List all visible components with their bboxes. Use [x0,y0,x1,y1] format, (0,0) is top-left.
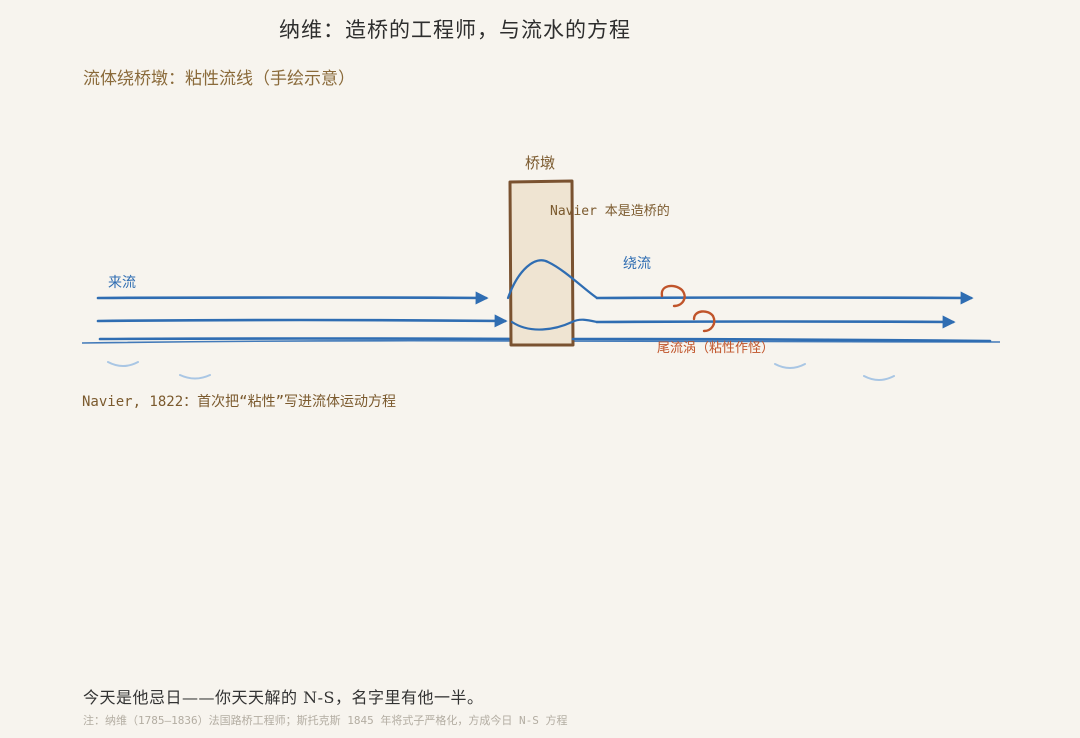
page-title: 纳维：造桥的工程师，与流水的方程 [279,18,631,42]
inflow-streamline [98,337,514,341]
diagram-subtitle: 流体绕桥墩：粘性流线（手绘示意） [83,69,355,89]
ripple-mark [863,375,895,381]
ripple-mark [179,374,211,380]
wake-vortex [692,310,716,333]
detour-streamline [510,318,599,331]
diagram-caption: Navier, 1822：首次把“粘性”写进流体运动方程 [82,394,397,410]
outflow-streamline [595,315,956,329]
wake-label: 尾流涡（粘性作怪） [657,341,774,356]
inflow-label: 来流 [108,275,136,291]
inflow-streamline [96,314,508,328]
wake-vortex [660,284,686,308]
pier-note: Navier 本是造桥的 [550,203,670,219]
detour-label: 绕流 [623,256,651,272]
footer-note: 注：纳维（1785–1836）法国路桥工程师；斯托克斯 1845 年将式子严格化… [83,714,568,727]
ripple-mark [774,363,806,369]
pier-label: 桥墩 [525,154,555,172]
detour-streamline [506,259,599,300]
footer-message: 今天是他忌日——你天天解的 N-S，名字里有他一半。 [83,688,484,707]
outflow-streamline [571,337,992,343]
inflow-streamline [96,291,489,305]
outflow-streamline [595,291,974,305]
ripple-mark [107,361,139,367]
